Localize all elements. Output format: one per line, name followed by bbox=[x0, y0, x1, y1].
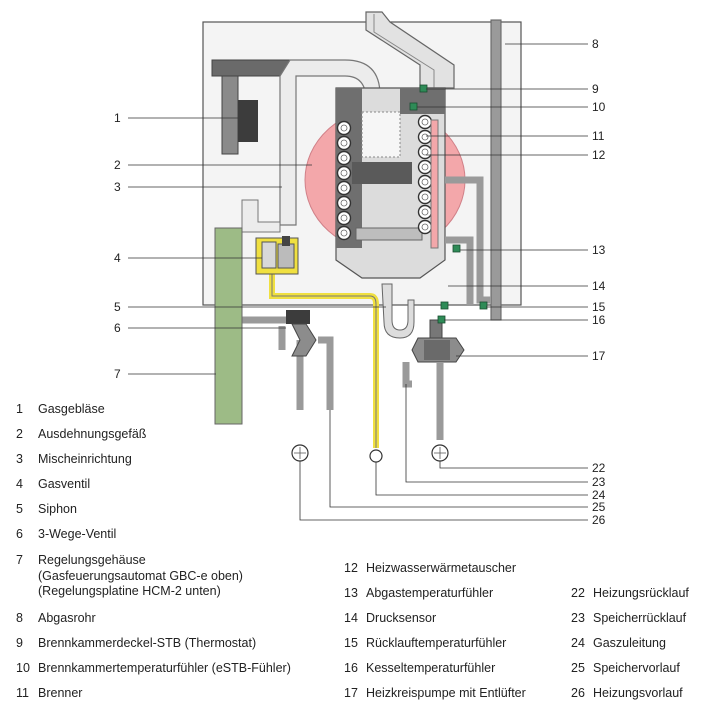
heating-pump bbox=[411, 319, 465, 363]
chamber-cover bbox=[361, 111, 401, 158]
callout-26: 26 bbox=[592, 513, 606, 527]
gas-blower-motor bbox=[238, 100, 258, 142]
chamber-bottom-bar bbox=[355, 227, 423, 241]
coil-inner-dots bbox=[340, 118, 429, 237]
control-housing bbox=[214, 227, 243, 425]
heat-exchanger-coils-right bbox=[417, 114, 433, 235]
gas-line-outline bbox=[271, 268, 377, 448]
fitting-crosses bbox=[294, 447, 446, 459]
callout-2: 2 bbox=[114, 158, 121, 172]
callout-4: 4 bbox=[114, 251, 121, 265]
flue-pipe-inner bbox=[373, 14, 435, 88]
callout-7: 7 bbox=[114, 367, 121, 381]
gas-line bbox=[269, 268, 379, 448]
callout-15: 15 bbox=[592, 300, 606, 314]
siphon bbox=[381, 283, 415, 339]
callout-9: 9 bbox=[592, 82, 599, 96]
callout-6: 6 bbox=[114, 321, 121, 335]
callout-11: 11 bbox=[592, 129, 605, 143]
callout-numbers-bottom: 22 23 24 25 26 bbox=[592, 461, 606, 527]
callout-25: 25 bbox=[592, 500, 606, 514]
callout-3: 3 bbox=[114, 180, 121, 194]
callout-17: 17 bbox=[592, 349, 606, 363]
heat-exchanger-coils-left bbox=[336, 120, 352, 241]
three-way-valve bbox=[286, 310, 317, 357]
callout-5: 5 bbox=[114, 300, 121, 314]
callout-leader-lines bbox=[128, 43, 588, 521]
burner-rod bbox=[430, 119, 439, 249]
callout-10: 10 bbox=[592, 100, 606, 114]
legend-subline: (Regelungsplatine HCM-2 unten) bbox=[38, 584, 221, 598]
connection-fittings bbox=[291, 444, 449, 463]
callout-8: 8 bbox=[592, 37, 599, 51]
callout-16: 16 bbox=[592, 313, 606, 327]
callout-1: 1 bbox=[114, 111, 121, 125]
callout-14: 14 bbox=[592, 279, 606, 293]
legend-subline: (Gasfeuerungsautomat GBC-e oben) bbox=[38, 568, 243, 583]
callout-22: 22 bbox=[592, 461, 606, 475]
callout-23: 23 bbox=[592, 475, 606, 489]
gas-blower-body bbox=[221, 75, 239, 155]
sensors bbox=[409, 84, 488, 324]
lower-pipes bbox=[402, 362, 444, 440]
gas-valve bbox=[255, 236, 299, 275]
callout-numbers-left: 1 2 3 4 5 6 7 bbox=[114, 111, 121, 381]
burner-block bbox=[352, 162, 412, 184]
right-pipes bbox=[445, 19, 502, 321]
gas-blower-top bbox=[211, 59, 291, 77]
callout-24: 24 bbox=[592, 488, 606, 502]
callout-numbers-right: 8 9 10 11 12 13 14 15 16 17 bbox=[592, 37, 606, 363]
callout-12: 12 bbox=[592, 148, 606, 162]
callout-13: 13 bbox=[592, 243, 606, 257]
